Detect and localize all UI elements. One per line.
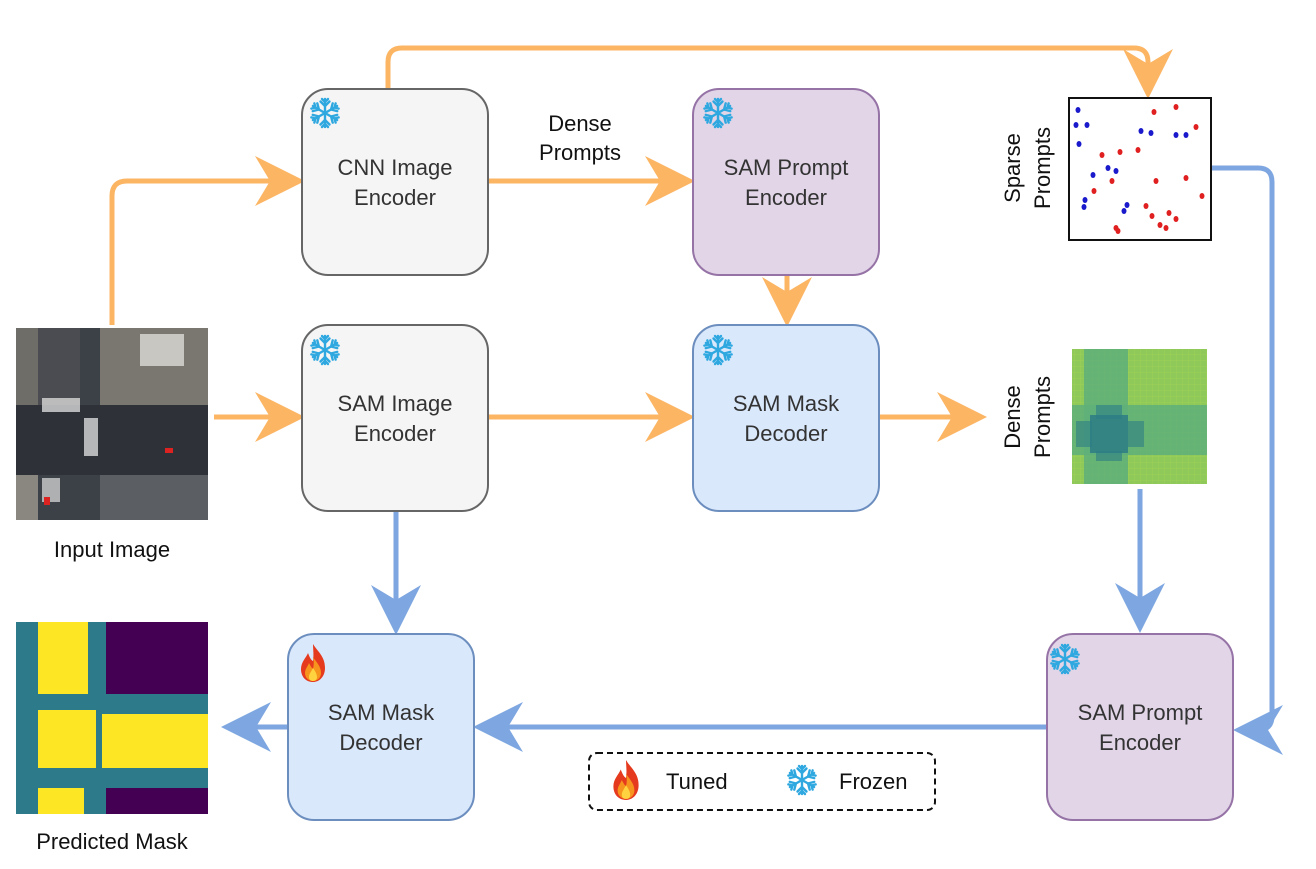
box-label-line2: Decoder	[339, 730, 422, 755]
box-label-line1: SAM Mask	[733, 391, 840, 416]
positive-point	[1151, 109, 1157, 115]
legend-frame	[588, 752, 936, 811]
sam-image-encoder-box: SAM Image Encoder	[301, 324, 489, 512]
positive-point	[1183, 175, 1189, 181]
positive-point	[1117, 149, 1123, 155]
arrow-input-to-cnn	[109, 156, 305, 325]
sparse-plot-frame	[1068, 97, 1212, 241]
sam-mask-decoder-mid-box: SAM Mask Decoder	[692, 324, 880, 512]
positive-point	[1199, 193, 1205, 199]
box-label-line2: Decoder	[744, 421, 827, 446]
negative-point	[1084, 122, 1090, 128]
positive-point	[1149, 213, 1155, 219]
label-line1: Dense	[1000, 385, 1025, 449]
box-label-line1: SAM Prompt	[724, 155, 849, 180]
positive-point	[1143, 203, 1149, 209]
negative-point	[1081, 204, 1087, 210]
arrow-sparse-to-prompt-encoder	[1212, 165, 1283, 755]
positive-point	[1173, 104, 1179, 110]
negative-point	[1105, 165, 1111, 171]
input-image	[16, 328, 208, 520]
positive-point	[1157, 222, 1163, 228]
negative-point	[1075, 107, 1081, 113]
sam-prompt-encoder-bottom-box: SAM Prompt Encoder	[1046, 633, 1234, 821]
negative-point	[1113, 168, 1119, 174]
positive-point	[1135, 147, 1141, 153]
label-line2: Prompts	[1030, 376, 1055, 458]
box-label-line2: Encoder	[354, 421, 436, 446]
label-line2: Prompts	[1030, 127, 1055, 209]
positive-point	[1163, 225, 1169, 231]
negative-point	[1082, 197, 1088, 203]
positive-point	[1115, 228, 1121, 234]
negative-point	[1124, 202, 1130, 208]
orange-arrows	[109, 45, 1173, 442]
negative-point	[1073, 122, 1079, 128]
box-label-line2: Encoder	[1099, 730, 1181, 755]
positive-point	[1193, 124, 1199, 130]
predicted-mask-caption: Predicted Mask	[36, 829, 189, 854]
box-label-line2: Encoder	[745, 185, 827, 210]
dense-prompts-heatmap	[1072, 349, 1207, 484]
blue-arrows	[221, 165, 1283, 755]
positive-point	[1091, 188, 1097, 194]
legend-tuned-label: Tuned	[666, 769, 728, 794]
sparse-prompts-label: Sparse Prompts	[1000, 127, 1055, 209]
box-label-line1: SAM Mask	[328, 700, 435, 725]
negative-point	[1121, 208, 1127, 214]
cnn-image-encoder-box: CNN Image Encoder	[301, 88, 489, 276]
dense-prompts-image-label: Dense Prompts	[1000, 376, 1055, 458]
negative-point	[1183, 132, 1189, 138]
positive-point	[1166, 210, 1172, 216]
box-label-line2: Encoder	[354, 185, 436, 210]
arrow-cnn-to-sparse	[385, 45, 1173, 99]
legend: Tuned Frozen	[588, 752, 936, 811]
positive-point	[1099, 152, 1105, 158]
box-label-line1: SAM Image	[338, 391, 453, 416]
label-line1: Sparse	[1000, 133, 1025, 203]
box-label-line1: SAM Prompt	[1078, 700, 1203, 725]
input-image-caption: Input Image	[54, 537, 170, 562]
positive-point	[1173, 216, 1179, 222]
sam-prompt-encoder-top-box: SAM Prompt Encoder	[692, 88, 880, 276]
predicted-mask	[16, 622, 208, 814]
box-label-line1: CNN Image	[338, 155, 453, 180]
legend-frozen-label: Frozen	[839, 769, 907, 794]
sparse-prompts-plot	[1068, 97, 1212, 241]
negative-point	[1138, 128, 1144, 134]
positive-point	[1109, 178, 1115, 184]
label-line2: Prompts	[539, 140, 621, 165]
negative-point	[1148, 130, 1154, 136]
dense-prompts-arrow-label: Dense Prompts	[539, 111, 621, 165]
sam-mask-decoder-tuned-box: SAM Mask Decoder	[287, 633, 475, 821]
negative-point	[1173, 132, 1179, 138]
negative-point	[1076, 141, 1082, 147]
negative-point	[1090, 172, 1096, 178]
positive-point	[1153, 178, 1159, 184]
label-line1: Dense	[548, 111, 612, 136]
